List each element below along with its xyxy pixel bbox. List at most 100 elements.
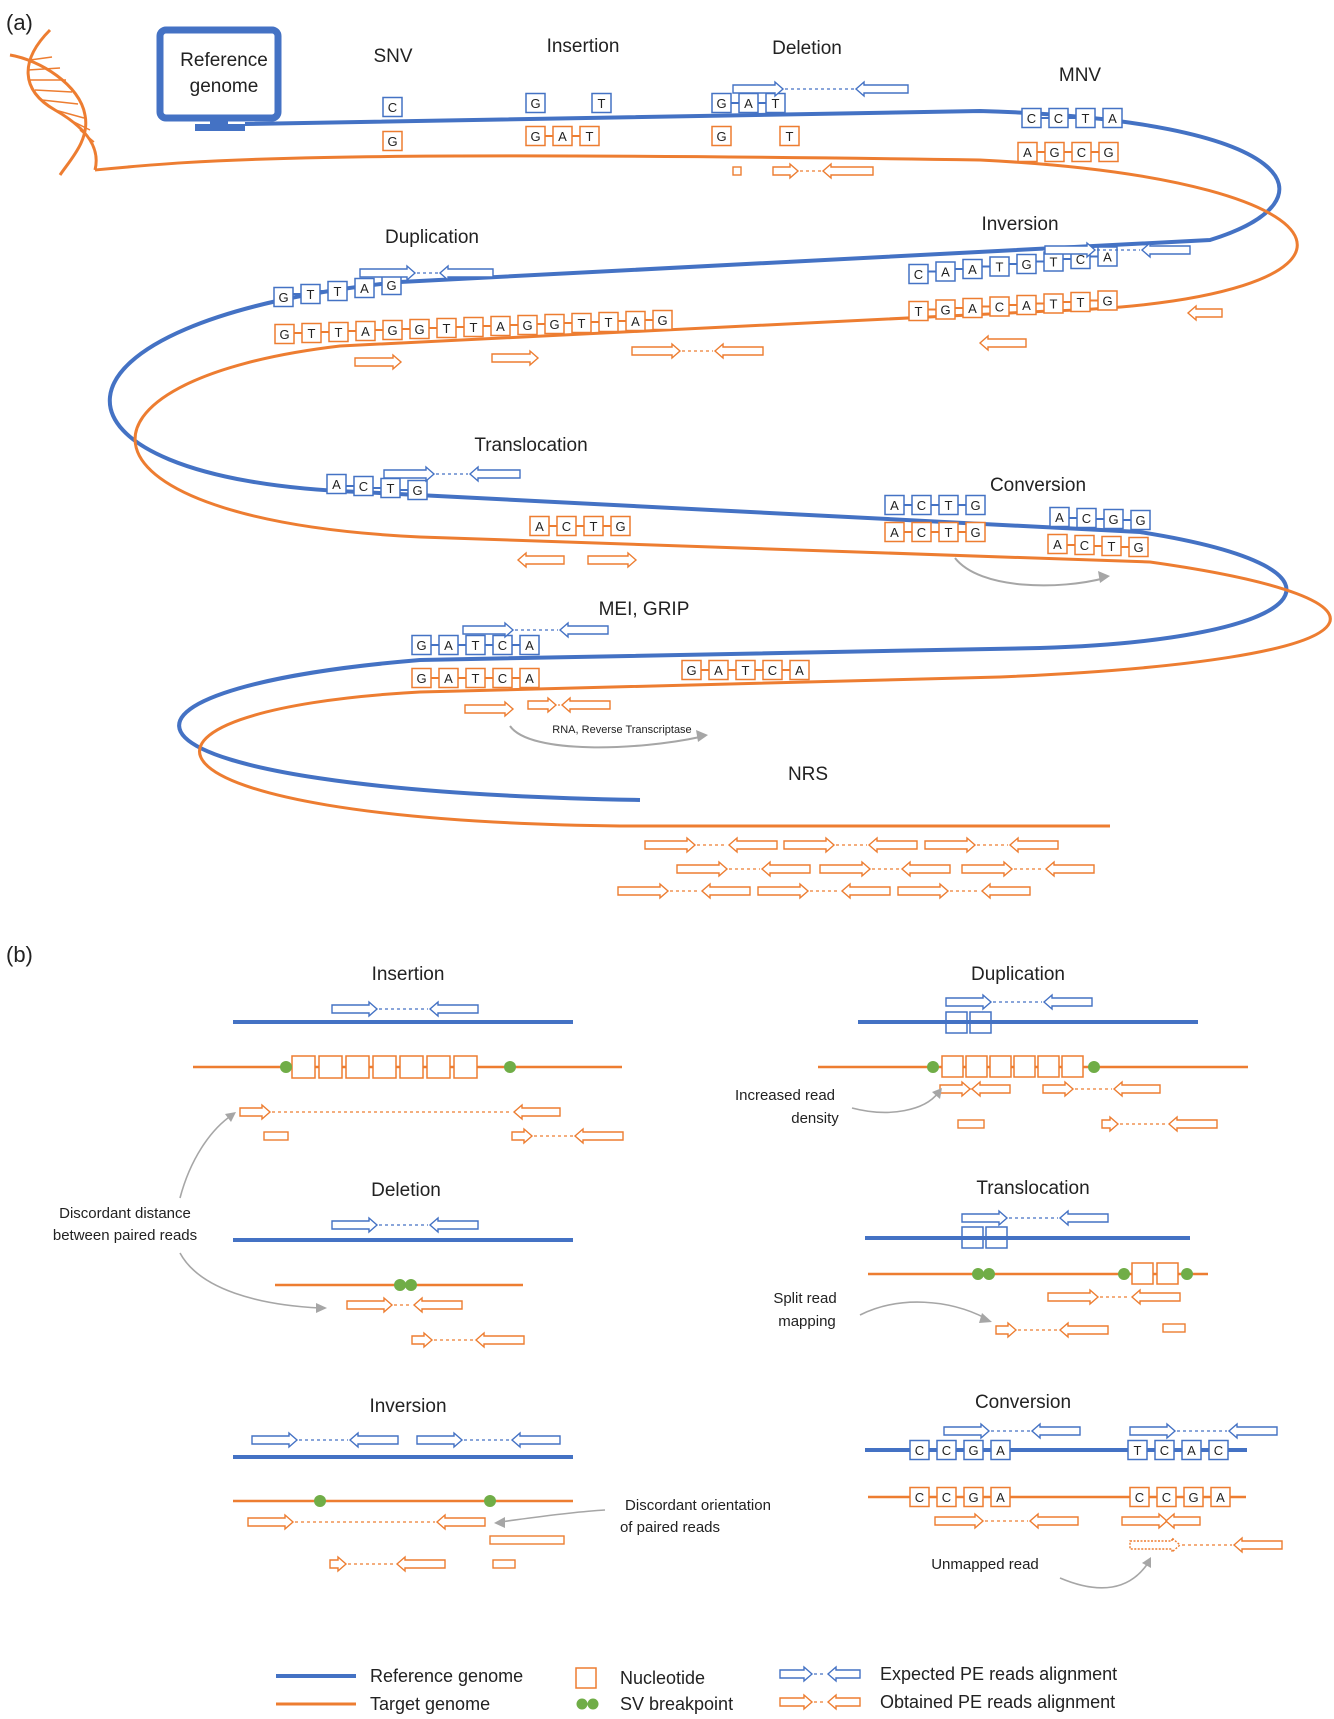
label-rna-reverse-transcriptase: RNA, Reverse Transcriptase	[552, 724, 691, 736]
nucleotide-letter: A	[1023, 145, 1032, 160]
read-fragment	[489, 1535, 565, 1545]
b-arrowhead-unmapped-icon	[1142, 1557, 1151, 1568]
read-forward-arrow-icon	[676, 860, 729, 878]
nucleotide-letter: A	[1216, 1490, 1225, 1505]
read-forward-arrow-icon	[462, 621, 515, 639]
pe-read-nrs-2	[783, 836, 918, 854]
dna-helix-icon	[9, 28, 98, 176]
nucleotide-letter: C	[359, 479, 368, 494]
read-reverse-arrow-icon	[1058, 1209, 1109, 1227]
nucleotide-box	[1013, 1055, 1036, 1078]
pe-read-nrs-1	[644, 836, 778, 854]
nucleotide-letter: C	[917, 498, 926, 513]
label-inversion: Inversion	[981, 214, 1058, 235]
nucleotide-box	[382, 96, 403, 118]
nucleotide-letter: T	[590, 519, 598, 534]
read-forward-arrow-icon	[587, 551, 638, 569]
b-conv-expected-read-1	[943, 1422, 1081, 1440]
legend-obtained-label: Obtained PE reads alignment	[880, 1692, 1115, 1712]
read-reverse-arrow-icon	[474, 1331, 525, 1349]
nucleotide-letter: C	[498, 671, 507, 686]
nucleotide-letter: T	[1077, 295, 1085, 310]
nt-ins-ref-a: G	[525, 92, 546, 114]
nucleotide-letter: T	[786, 129, 794, 144]
pe-read-duplication-expected	[359, 264, 494, 282]
nucleotide-box	[300, 283, 321, 305]
nucleotide-letter: C	[1054, 111, 1063, 126]
nucleotide-box	[1102, 107, 1123, 129]
nucleotide-box	[318, 1055, 343, 1079]
read-forward-arrow-icon	[943, 1422, 991, 1440]
nucleotide-letter: G	[1135, 513, 1145, 528]
nucleotide-letter: C	[1160, 1443, 1169, 1458]
monitor-label-line1: Reference	[180, 50, 268, 71]
nucleotide-letter: A	[525, 671, 534, 686]
read-forward-arrow-icon	[511, 1127, 534, 1145]
nucleotide-box	[1097, 290, 1118, 311]
read-reverse-arrow-icon	[395, 1555, 446, 1573]
legend-expected-swatch	[779, 1665, 861, 1683]
b-annot-discordant-distance-1: Discordant distance	[59, 1205, 191, 1222]
b-trans-breakpoint-1	[972, 1268, 984, 1280]
read-forward-arrow-icon	[924, 836, 977, 854]
b-ins-read-1	[239, 1103, 561, 1121]
nucleotide-box	[962, 258, 983, 280]
read-forward-arrow-icon	[772, 162, 800, 180]
read-forward-arrow-icon	[819, 860, 872, 878]
nucleotide-letter: C	[1082, 511, 1091, 526]
legend-breakpoint-swatch-a	[576, 1698, 588, 1710]
read-forward-arrow-icon	[961, 860, 1014, 878]
panel-a: (a) Reference genome SNV Inserti	[6, 10, 1332, 900]
nucleotide-letter: G	[615, 519, 625, 534]
b-del-breakpoint-left	[394, 1279, 406, 1291]
nucleotide-letter: T	[335, 325, 343, 340]
nucleotide-letter: T	[945, 498, 953, 513]
nt-ins-ref-b: T	[591, 92, 612, 114]
nucleotide-letter: T	[605, 315, 613, 330]
nucleotide-box	[989, 296, 1010, 317]
read-forward-arrow-icon	[1129, 1422, 1177, 1440]
nucleotide-box	[345, 1055, 370, 1079]
read-reverse-arrow-icon	[1167, 1115, 1218, 1133]
b-arrowhead-density-icon	[932, 1088, 942, 1099]
nucleotide-letter: A	[1108, 111, 1117, 126]
read-reverse-arrow-icon	[573, 1127, 624, 1145]
read-reverse-arrow-icon	[826, 1693, 861, 1711]
read-forward-arrow-icon	[1101, 1115, 1120, 1133]
b-annot-increased-density-2: density	[791, 1110, 839, 1127]
b-trans-breakpoint-3	[1118, 1268, 1130, 1280]
pe-read-nrs-6	[961, 860, 1095, 878]
nucleotide-letter: A	[795, 663, 804, 678]
nucleotide-box	[579, 125, 600, 147]
nucleotide-letter: G	[1103, 145, 1113, 160]
b-arrow-discordant-to-insertion	[179, 1114, 233, 1199]
b-del-breakpoint-right	[405, 1279, 417, 1291]
nucleotide-box	[453, 1055, 478, 1079]
read-fragment	[263, 1131, 289, 1141]
b-inv-read-2	[489, 1535, 565, 1545]
nucleotide-letter: T	[387, 481, 395, 496]
b-annot-discordant-distance-2: between paired reads	[53, 1227, 197, 1244]
nucleotide-box	[941, 1055, 964, 1078]
nucleotide-box	[399, 1055, 424, 1079]
read-reverse-arrow-icon	[1227, 1422, 1278, 1440]
read-forward-arrow-icon	[329, 1555, 348, 1573]
nucleotide-letter: A	[444, 671, 453, 686]
panel-a-tag: (a)	[6, 10, 33, 35]
nucleotide-letter: A	[496, 319, 505, 334]
read-reverse-arrow-icon	[1042, 993, 1093, 1011]
legend-reference-label: Reference genome	[370, 1666, 523, 1686]
nucleotide-box	[1043, 293, 1064, 314]
nucleotide-letter: G	[279, 327, 289, 342]
read-forward-arrow-icon	[1047, 1288, 1100, 1306]
nucleotide-letter: A	[1055, 510, 1064, 525]
nucleotide-letter: G	[968, 1443, 978, 1458]
b-dup-read-2	[1042, 1080, 1161, 1098]
nucleotide-letter: G	[1188, 1490, 1198, 1505]
nucleotide-letter: T	[470, 320, 478, 335]
read-forward-arrow-icon	[1042, 1080, 1075, 1098]
